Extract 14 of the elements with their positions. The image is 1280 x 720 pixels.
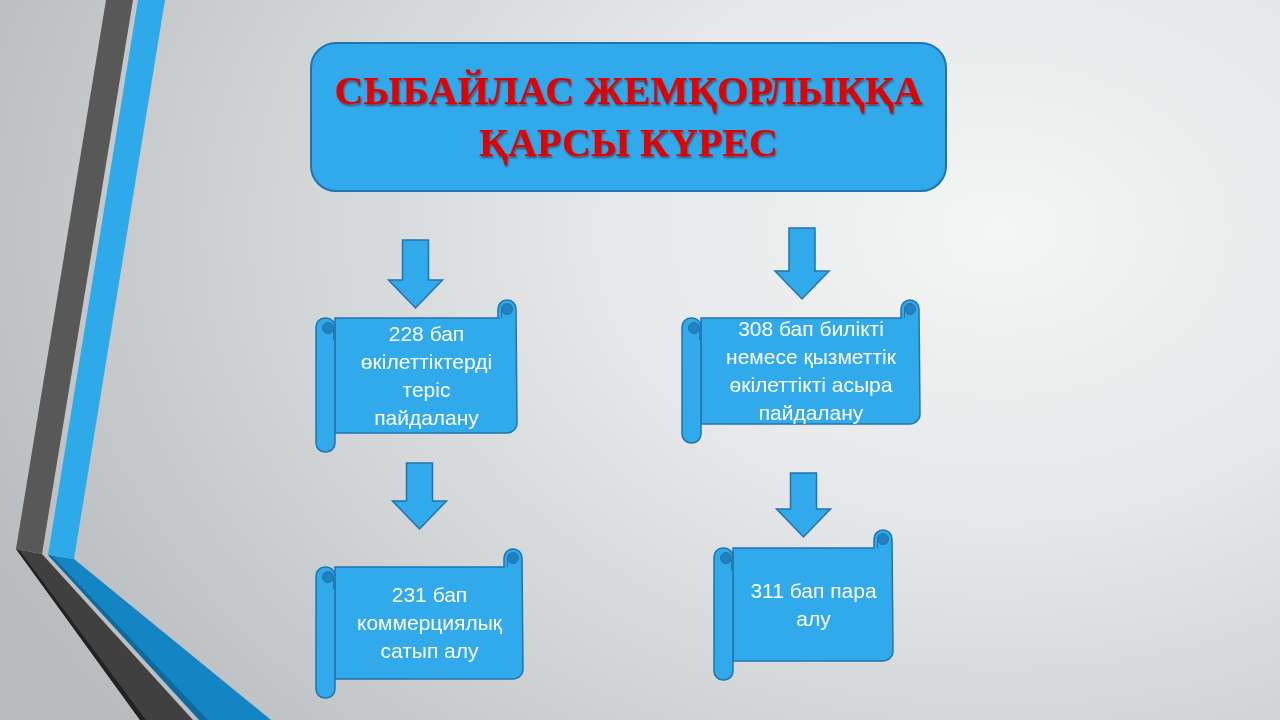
block-arrow (390, 462, 449, 531)
block-arrow (774, 472, 833, 539)
scroll-text: 228 бап өкілеттіктерді теріс пайдалану (359, 320, 494, 431)
scroll-shape (315, 298, 518, 453)
scroll-shape (315, 547, 524, 699)
scroll-shape (681, 298, 921, 444)
heading-panel (310, 42, 947, 192)
block-arrow (386, 239, 445, 310)
block-arrow (773, 227, 831, 301)
scroll-shape (713, 528, 894, 681)
scroll-text: 231 бап коммерциялық сатып алу (356, 582, 503, 664)
scroll-text: 311 бап пара алу (749, 577, 878, 632)
heading-text: СЫБАЙЛАС ЖЕМҚОРЛЫҚҚА ҚАРСЫ КҮРЕС (333, 67, 924, 167)
scroll-text: 308 бап билікті немесе қызметтік өкілеттікті асыра пайдалану (725, 316, 897, 426)
